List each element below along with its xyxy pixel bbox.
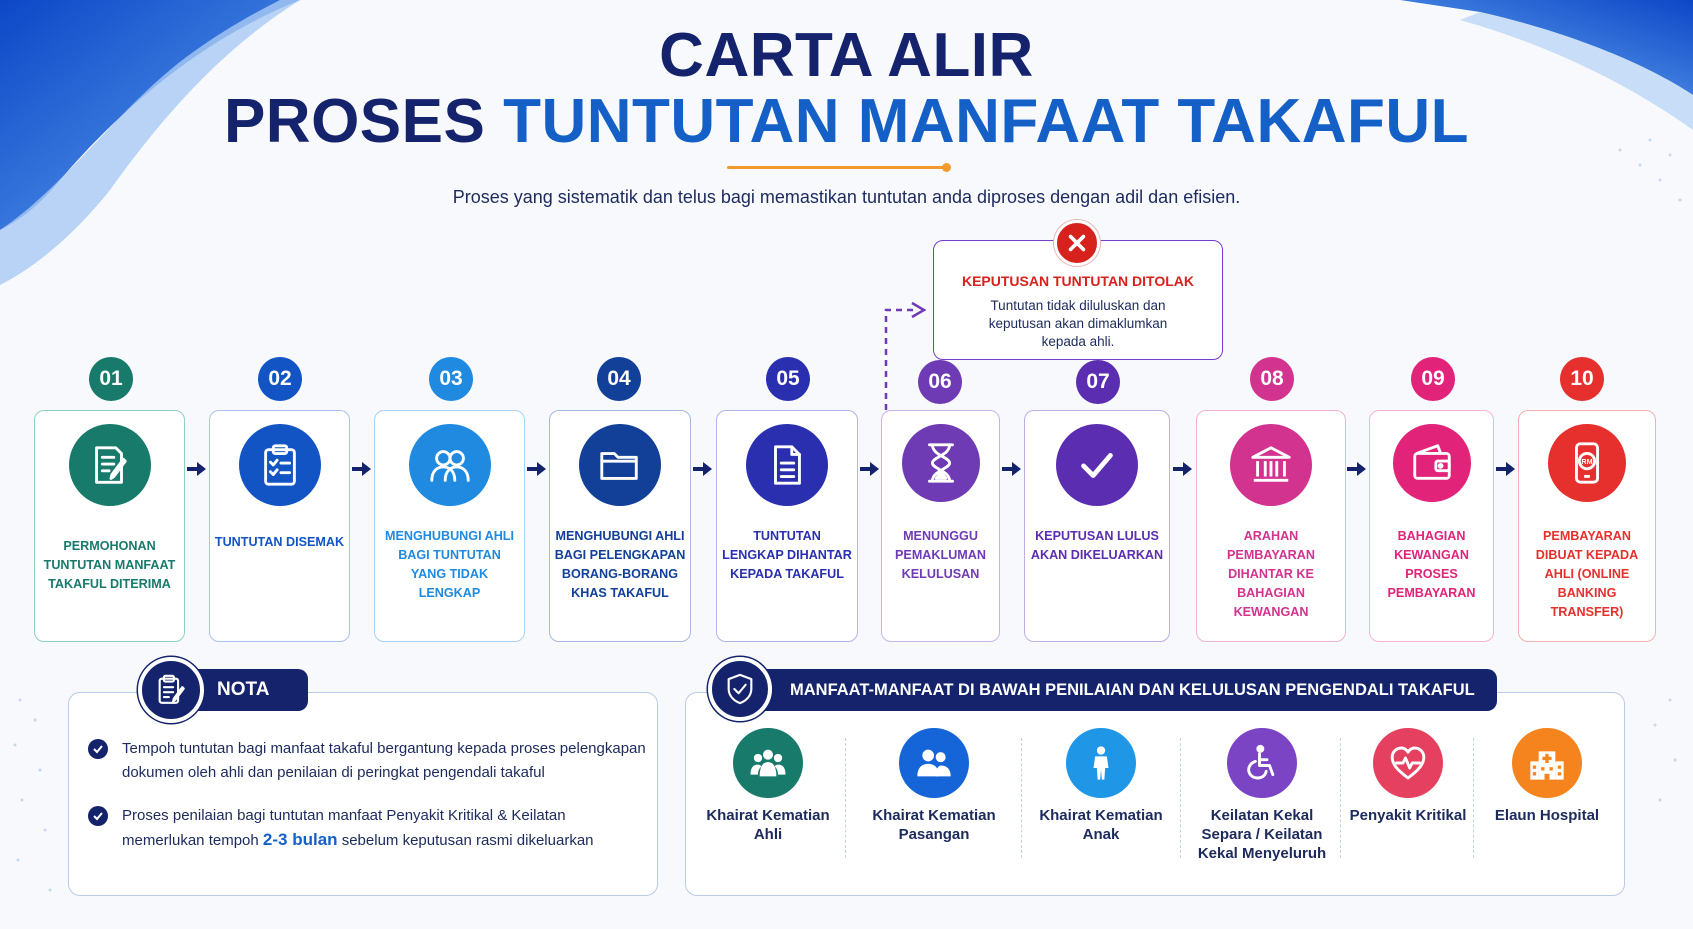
step-card: Menghubungi Ahli Bagi Pelengkapan Borang…	[549, 410, 691, 642]
step-card: Tuntutan Disemak	[209, 410, 350, 642]
benefit-label: Penyakit Kritikal	[1349, 807, 1467, 824]
wallet-icon	[1392, 424, 1471, 502]
folder-icon	[579, 424, 661, 506]
arrow-right-icon	[693, 462, 712, 476]
benefit-item: Elaun Hospital	[1472, 728, 1622, 825]
step-card: Permohonan Tuntutan Manfaat Takaful Dite…	[34, 410, 185, 642]
step-card: Menghubungi Ahli Bagi Tuntutan Yang Tida…	[374, 410, 525, 642]
wheelchair-icon	[1227, 728, 1297, 798]
heart-pulse-icon	[1373, 728, 1443, 798]
bank-icon	[1230, 424, 1312, 506]
benefit-label: Khairat Kematian Pasangan	[872, 807, 996, 843]
benefit-label: Keilatan Kekal Separa / Keilatan Kekal M…	[1197, 807, 1327, 862]
step-card: Bahagian Kewangan Proses Pembayaran	[1369, 410, 1494, 642]
nota-text-1: Tempoh tuntutan bagi manfaat takaful ber…	[122, 740, 646, 781]
divider	[1340, 738, 1341, 858]
nota-text-2: Proses penilaian bagi tuntutan manfaat P…	[122, 804, 648, 853]
arrow-right-icon	[1173, 462, 1192, 476]
page-title-line2: PROSES TUNTUTAN MANFAAT TAKAFUL	[0, 88, 1693, 156]
title-part1: PROSES	[223, 87, 486, 156]
document-pen-icon	[68, 424, 151, 506]
step-badge: 05	[766, 357, 810, 401]
step-label: Menghubungi Ahli Bagi Tuntutan Yang Tida…	[385, 529, 514, 600]
benefits-panel	[685, 692, 1625, 896]
check-icon	[1056, 424, 1138, 506]
benefit-label: Elaun Hospital	[1494, 807, 1600, 824]
nota-text-2-after: sebelum keputusan rasmi dikeluarkan	[341, 832, 594, 849]
step-label: Arahan Pembayaran Dihantar Ke Bahagian K…	[1227, 529, 1315, 619]
couple-icon	[899, 728, 969, 798]
step-badge: 01	[89, 357, 133, 401]
step-badge: 06	[918, 360, 962, 404]
title-underline	[727, 163, 951, 172]
check-circle-icon	[88, 806, 108, 826]
step-badge: 07	[1076, 360, 1120, 404]
close-icon	[1054, 220, 1100, 266]
arrow-right-icon	[860, 462, 879, 476]
step-label: Tuntutan Disemak	[214, 535, 345, 549]
benefits-title: MANFAAT-MANFAAT DI BAWAH PENILAIAN DAN K…	[735, 669, 1497, 711]
step-badge: 10	[1560, 357, 1604, 401]
arrow-right-icon	[1347, 462, 1366, 476]
arrow-right-icon	[187, 462, 206, 476]
nota-item: Proses penilaian bagi tuntutan manfaat P…	[88, 804, 648, 853]
arrow-right-icon	[527, 462, 546, 476]
benefit-item: Khairat Kematian Anak	[1026, 728, 1176, 844]
step-badge: 09	[1411, 357, 1455, 401]
page-subtitle: Proses yang sistematik dan telus bagi me…	[452, 187, 1241, 207]
child-icon	[1066, 728, 1136, 798]
nota-highlight: 2-3 bulan	[262, 830, 338, 849]
clipboard-pen-icon	[138, 657, 204, 723]
step-badge: 08	[1250, 357, 1294, 401]
benefit-item: Keilatan Kekal Separa / Keilatan Kekal M…	[1187, 728, 1337, 863]
nota-text-2-before: Proses penilaian bagi tuntutan manfaat P…	[122, 807, 566, 849]
step-label: Tuntutan Lengkap Dihantar Kepada Takaful	[722, 529, 852, 581]
hourglass-icon	[901, 424, 980, 502]
divider	[845, 738, 846, 858]
step-card: Tuntutan Lengkap Dihantar Kepada Takaful	[716, 410, 858, 642]
users-icon	[408, 424, 491, 506]
benefit-label: Khairat Kematian Ahli	[706, 807, 830, 843]
step-label: Permohonan Tuntutan Manfaat Takaful Dite…	[43, 539, 176, 591]
divider	[1021, 738, 1022, 858]
rm-text: RM	[1581, 458, 1592, 466]
mobile-payment-icon: RM	[1548, 424, 1626, 502]
benefit-item: Penyakit Kritikal	[1333, 728, 1483, 825]
arrow-right-icon	[352, 462, 371, 476]
file-icon	[746, 424, 828, 506]
benefit-label: Khairat Kematian Anak	[1039, 807, 1163, 843]
step-badge: 04	[597, 357, 641, 401]
nota-panel	[68, 692, 658, 896]
divider	[1473, 738, 1474, 858]
step-card: RM Pembayaran Dibuat Kepada Ahli (Online…	[1518, 410, 1656, 642]
group-icon	[733, 728, 803, 798]
step-card: Menunggu Pemakluman Kelulusan	[881, 410, 1000, 642]
step-label: Pembayaran Dibuat Kepada Ahli (Online Ba…	[1535, 529, 1639, 619]
step-label: Bahagian Kewangan Proses Pembayaran	[1387, 529, 1476, 600]
rejected-title: KEPUTUSAN TUNTUTAN DITOLAK	[961, 273, 1195, 289]
hospital-icon	[1512, 728, 1582, 798]
step-label: Menghubungi Ahli Bagi Pelengkapan Borang…	[554, 529, 686, 600]
step-badge: 02	[258, 357, 302, 401]
divider	[1180, 738, 1181, 858]
page-title-line1: CARTA ALIR	[659, 21, 1034, 90]
rejected-description: Tuntutan tidak diluluskan dan keputusan …	[988, 298, 1168, 349]
step-label: Keputusan Lulus Akan Dikeluarkan	[1030, 529, 1164, 562]
title-part2: TUNTUTAN MANFAAT TAKAFUL	[503, 87, 1470, 156]
step-card: Arahan Pembayaran Dihantar Ke Bahagian K…	[1196, 410, 1346, 642]
clipboard-check-icon	[238, 424, 321, 506]
check-circle-icon	[88, 739, 108, 759]
arrow-right-icon	[1496, 462, 1515, 476]
step-badge: 03	[429, 357, 473, 401]
nota-item: Tempoh tuntutan bagi manfaat takaful ber…	[88, 737, 648, 785]
benefit-item: Khairat Kematian Ahli	[693, 728, 843, 844]
step-label: Menunggu Pemakluman Kelulusan	[895, 529, 986, 581]
benefit-item: Khairat Kematian Pasangan	[859, 728, 1009, 844]
step-card: Keputusan Lulus Akan Dikeluarkan	[1024, 410, 1170, 642]
arrow-right-icon	[1002, 462, 1021, 476]
shield-check-icon	[708, 657, 772, 721]
